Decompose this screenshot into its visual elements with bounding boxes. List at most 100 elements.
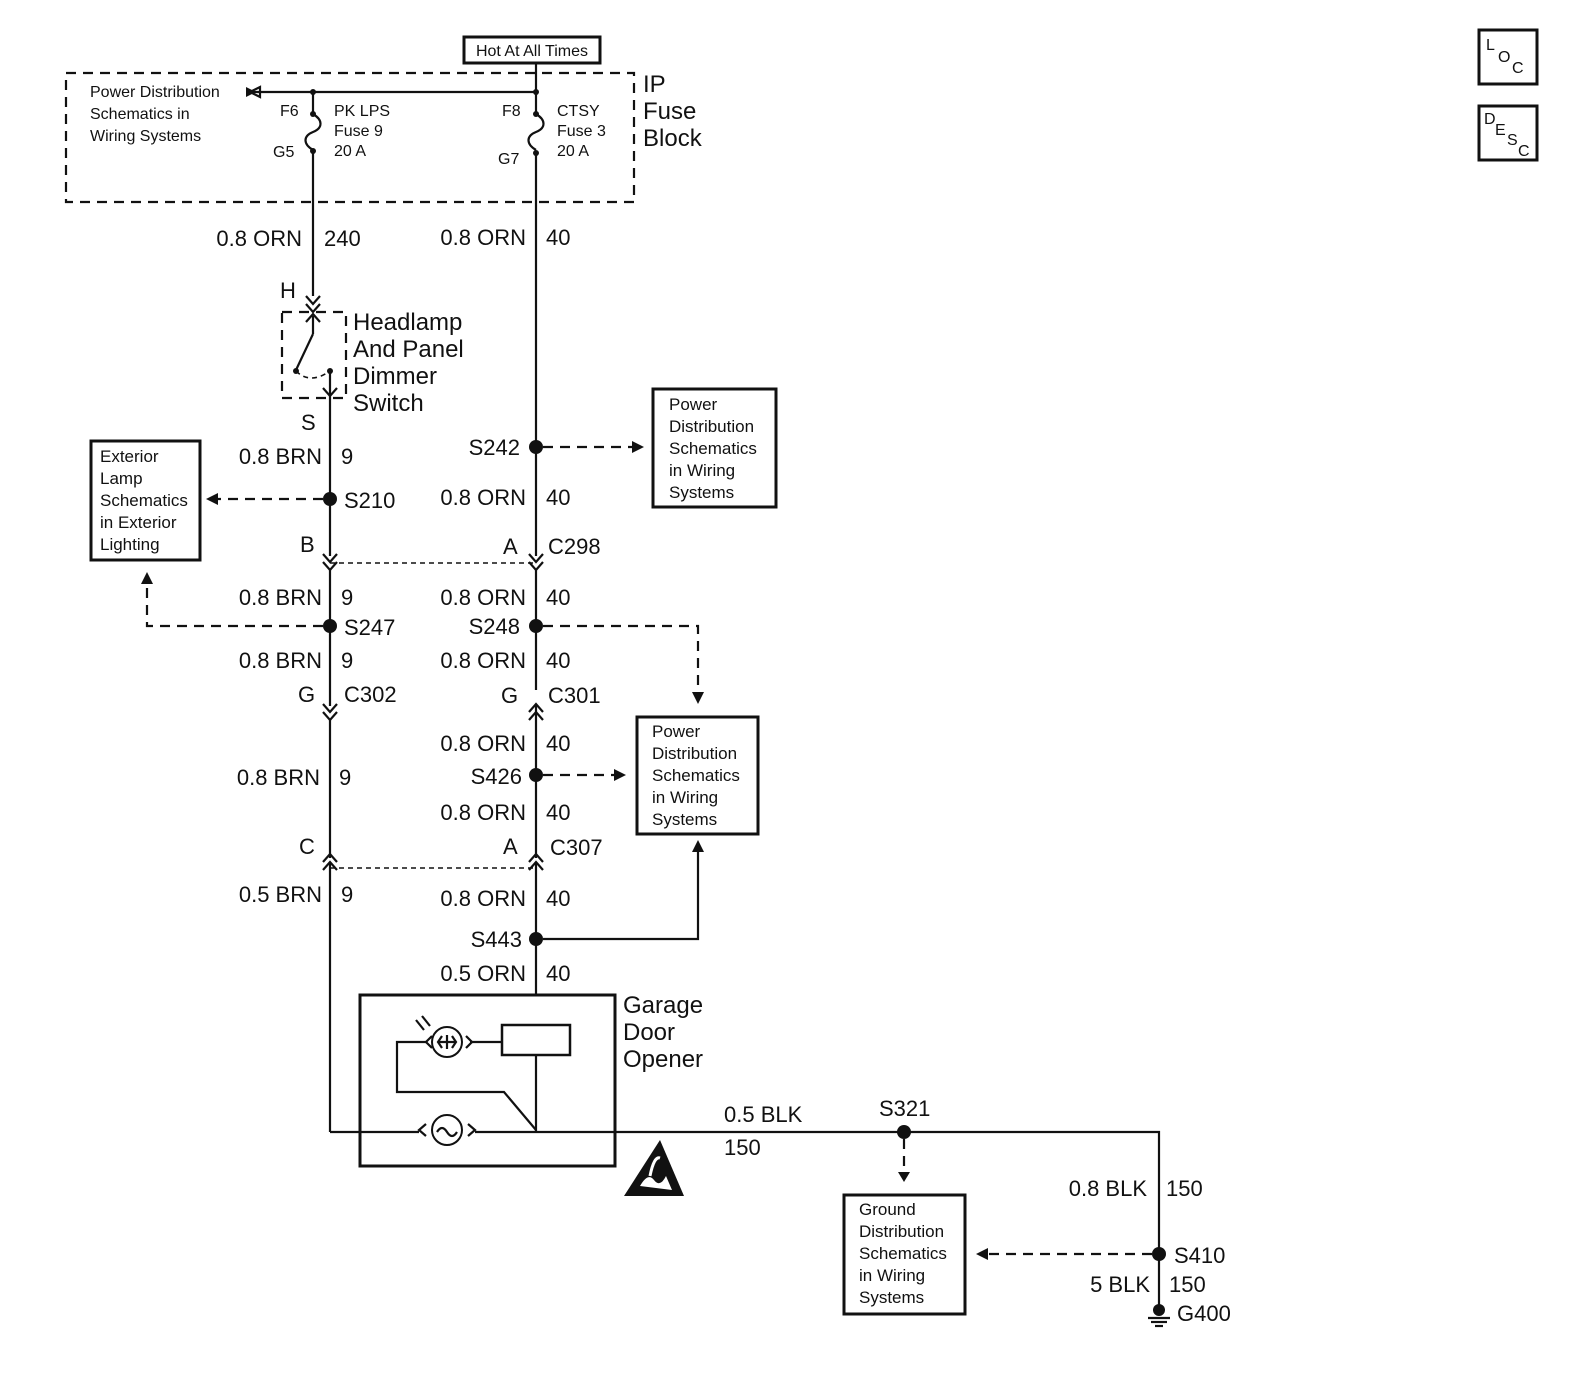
svg-text:40: 40 [546,648,570,673]
svg-text:D: D [1484,111,1496,128]
svg-text:S426: S426 [471,764,522,789]
svg-text:S210: S210 [344,488,395,513]
svg-text:0.8 ORN: 0.8 ORN [440,485,526,510]
svg-text:150: 150 [724,1135,761,1160]
svg-text:Lamp: Lamp [100,469,143,488]
svg-text:0.8 ORN: 0.8 ORN [440,886,526,911]
svg-text:9: 9 [341,585,353,610]
svg-text:G5: G5 [273,144,294,161]
garage-door-opener: Garage Door Opener [330,992,703,1168]
desc-icon[interactable]: D E S C [1477,104,1539,162]
svg-text:Systems: Systems [652,810,717,829]
svg-text:240: 240 [324,226,361,251]
svg-text:Fuse 3: Fuse 3 [557,123,606,140]
splice-s242: S242 [469,435,644,460]
ip-fuse-block-outline [64,71,636,204]
svg-text:40: 40 [546,800,570,825]
svg-text:Ground: Ground [859,1200,916,1219]
svg-text:S: S [1507,132,1518,149]
splice-s321: S321 [879,1096,930,1182]
svg-text:9: 9 [339,765,351,790]
exterior-lamp-schematics-box[interactable]: Exterior Lamp Schematics in Exterior Lig… [89,439,202,562]
svg-text:A: A [503,834,518,859]
svg-text:B: B [300,532,315,557]
svg-text:Lighting: Lighting [100,535,160,554]
svg-text:S410: S410 [1174,1243,1225,1268]
svg-text:0.8 BRN: 0.8 BRN [237,765,320,790]
svg-text:PK LPS: PK LPS [334,103,390,120]
svg-text:in Wiring: in Wiring [652,788,718,807]
svg-text:0.8 ORN: 0.8 ORN [440,731,526,756]
svg-text:0.8 ORN: 0.8 ORN [440,800,526,825]
svg-text:G7: G7 [498,151,519,168]
svg-text:20 A: 20 A [557,143,589,160]
svg-text:0.8 BRN: 0.8 BRN [239,444,322,469]
svg-text:C307: C307 [550,835,603,860]
svg-text:40: 40 [546,225,570,250]
svg-text:C: C [1518,143,1530,160]
fuse-ctsy: F8 G7 CTSY Fuse 3 20 A [498,89,606,168]
svg-text:Power Distribution: Power Distribution [90,84,220,101]
svg-text:Distribution: Distribution [669,417,754,436]
splice-s247: S247 [141,572,395,640]
svg-text:9: 9 [341,882,353,907]
ground-distribution-box[interactable]: Ground Distribution Schematics in Wiring… [842,1193,967,1316]
svg-text:C298: C298 [548,534,601,559]
hot-at-all-times-label: Hot At All Times [462,35,602,65]
splice-s410: S410 [976,1243,1225,1268]
power-distribution-reference-top: Power Distribution Schematics in Wiring … [90,84,220,145]
power-distribution-box-2[interactable]: Power Distribution Schematics in Wiring … [635,715,760,836]
svg-text:150: 150 [1166,1176,1203,1201]
svg-text:40: 40 [546,485,570,510]
svg-text:C: C [299,834,315,859]
svg-text:F8: F8 [502,103,521,120]
svg-text:0.8 BLK: 0.8 BLK [1069,1176,1148,1201]
svg-text:0.5 BRN: 0.5 BRN [239,882,322,907]
svg-text:Hot At All Times: Hot At All Times [476,43,588,60]
svg-text:Fuse: Fuse [643,98,696,125]
svg-text:Schematics: Schematics [100,491,188,510]
svg-text:S242: S242 [469,435,520,460]
splice-s248: S248 [469,614,704,704]
connector-c307: A C307 [503,834,603,871]
svg-text:F6: F6 [280,103,299,120]
svg-text:40: 40 [546,961,570,986]
svg-text:Systems: Systems [859,1288,924,1307]
connector-c298: B A C298 [300,532,601,572]
svg-text:G: G [298,682,315,707]
ground-g400: G400 [1148,1301,1231,1328]
svg-text:40: 40 [546,886,570,911]
svg-text:Schematics: Schematics [859,1244,947,1263]
svg-text:Schematics in: Schematics in [90,106,190,123]
svg-text:20 A: 20 A [334,143,366,160]
svg-text:S321: S321 [879,1096,930,1121]
svg-text:C302: C302 [344,682,397,707]
svg-text:O: O [1498,49,1510,66]
svg-text:Distribution: Distribution [652,744,737,763]
fuse-pk-lps: F6 G5 PK LPS Fuse 9 20 A [273,89,390,161]
svg-text:0.8 ORN: 0.8 ORN [440,225,526,250]
svg-text:S: S [301,410,316,435]
svg-text:Distribution: Distribution [859,1222,944,1241]
svg-text:A: A [503,534,518,559]
splice-s210: S210 [206,488,395,513]
svg-text:in Exterior: in Exterior [100,513,177,532]
svg-text:G: G [501,683,518,708]
svg-text:G400: G400 [1177,1301,1231,1326]
loc-icon[interactable]: L O C [1477,28,1539,86]
svg-text:H: H [280,278,296,303]
esd-warning-icon [624,1140,684,1196]
svg-text:Garage: Garage [623,992,703,1019]
connector-c301: G C301 [501,683,601,721]
svg-text:in Wiring: in Wiring [669,461,735,480]
svg-text:E: E [1495,122,1506,139]
power-distribution-box-1[interactable]: Power Distribution Schematics in Wiring … [651,387,778,509]
svg-text:40: 40 [546,585,570,610]
headlamp-dimmer-switch: Headlamp And Panel Dimmer Switch [280,309,464,417]
svg-text:0.8 ORN: 0.8 ORN [216,226,302,251]
svg-text:Schematics: Schematics [652,766,740,785]
svg-text:5 BLK: 5 BLK [1090,1272,1150,1297]
ip-fuse-block-label: IP Fuse Block [643,71,703,152]
svg-text:Power: Power [669,395,718,414]
